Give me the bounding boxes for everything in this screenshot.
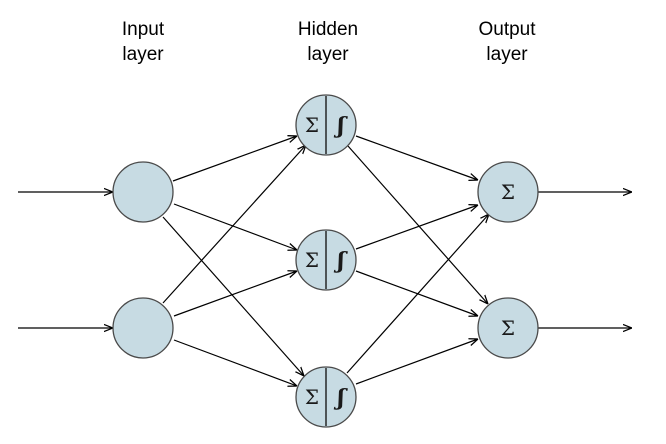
sum-symbol: Σ bbox=[305, 385, 319, 409]
output-layer-label-line1: Output bbox=[478, 19, 536, 40]
edge-in1-h2 bbox=[173, 203, 297, 250]
sum-symbol: Σ bbox=[305, 248, 319, 272]
edge-in2-h2 bbox=[173, 271, 297, 317]
edge-in2-h1 bbox=[162, 145, 306, 304]
edge-h1-o2 bbox=[347, 145, 488, 304]
edge-h2-o2 bbox=[355, 270, 478, 316]
sum-symbol: Σ bbox=[501, 180, 515, 204]
input-node-1 bbox=[112, 161, 174, 223]
edge-in2-h3 bbox=[173, 339, 297, 386]
edge-h3-o1 bbox=[346, 214, 489, 374]
hidden-node-2: Σ ʃ bbox=[295, 229, 357, 291]
activation-symbol: ʃ bbox=[333, 248, 348, 274]
hidden-layer-label-line1: Hidden bbox=[298, 19, 358, 40]
activation-symbol: ʃ bbox=[333, 385, 348, 411]
input-node-2 bbox=[112, 297, 174, 359]
input-layer-label-line2: layer bbox=[122, 44, 164, 65]
sum-symbol: Σ bbox=[305, 113, 319, 137]
hidden-node-3: Σ ʃ bbox=[295, 366, 357, 428]
edge-h1-o1 bbox=[355, 135, 478, 180]
activation-symbol: ʃ bbox=[333, 113, 348, 139]
edge-in1-h3 bbox=[162, 216, 304, 376]
output-node-1: Σ bbox=[477, 161, 539, 223]
output-node-2: Σ bbox=[477, 297, 539, 359]
output-layer-label-line2: layer bbox=[486, 44, 528, 65]
edge-h3-o2 bbox=[355, 339, 478, 385]
hidden-layer-label-line2: layer bbox=[307, 44, 349, 65]
edge-h2-o1 bbox=[355, 205, 478, 250]
input-layer-label-line1: Input bbox=[122, 19, 165, 40]
edge-in1-h1 bbox=[172, 136, 297, 182]
sum-symbol: Σ bbox=[501, 316, 515, 340]
hidden-node-1: Σ ʃ bbox=[295, 94, 357, 156]
